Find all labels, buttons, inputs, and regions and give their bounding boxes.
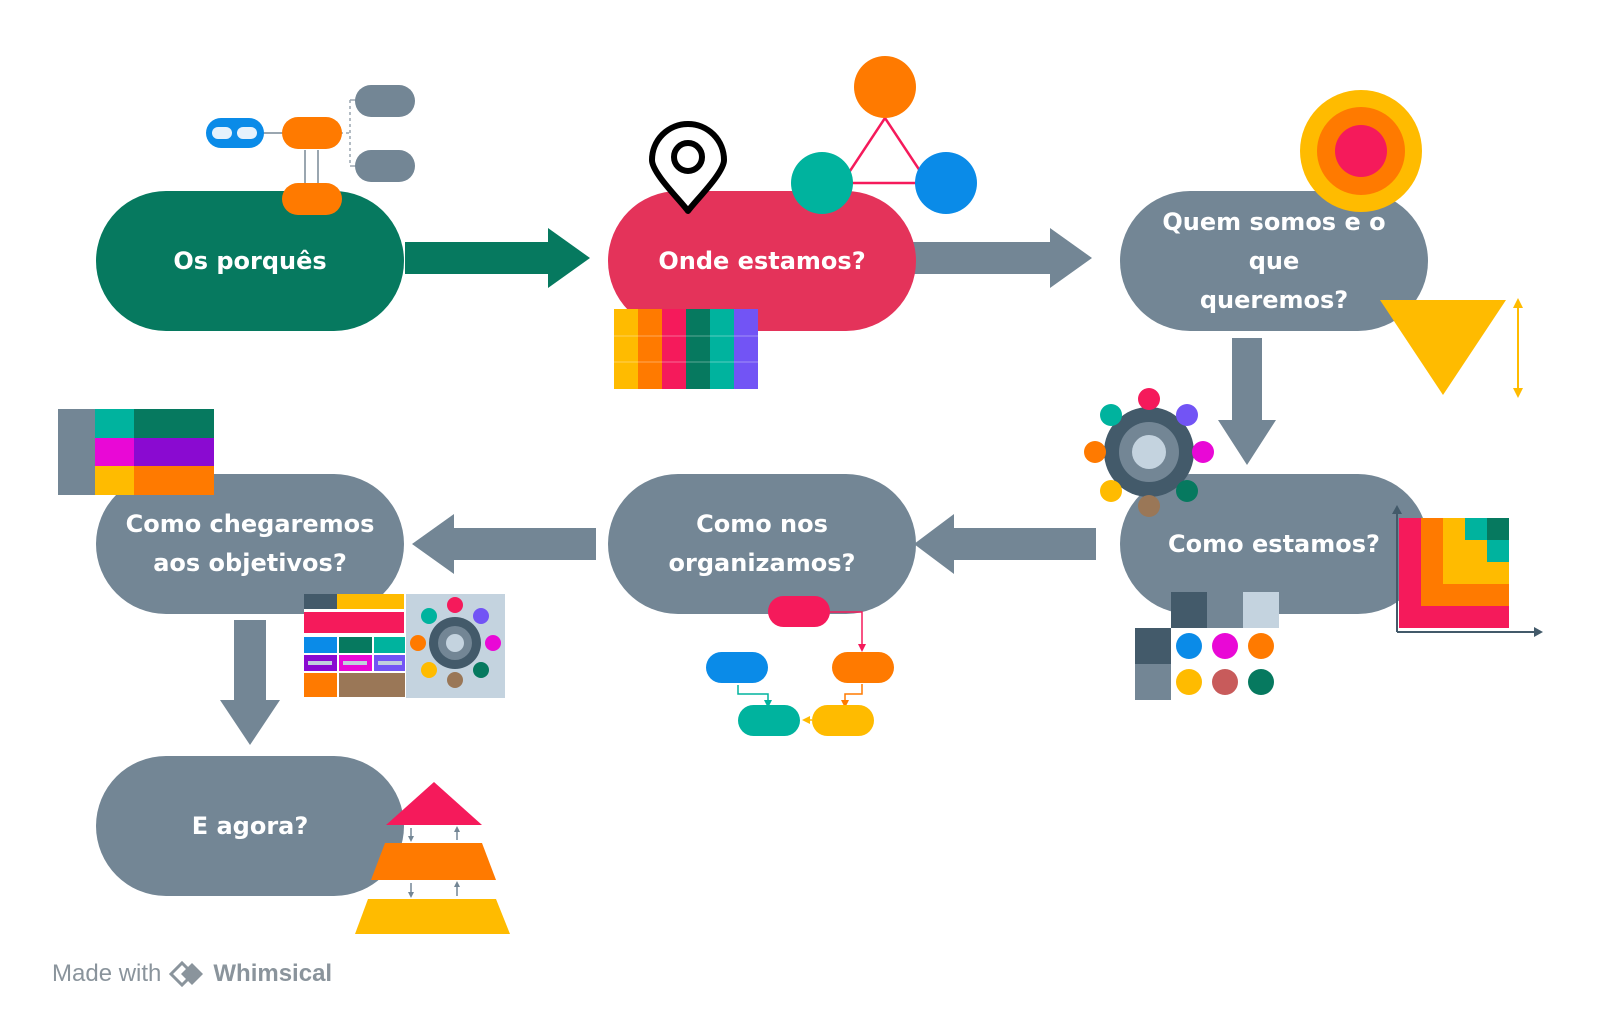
gear-network-icon	[1084, 388, 1214, 517]
step-quem-somos: Quem somos e o que queremos?	[1120, 191, 1428, 331]
color-columns-icon	[614, 309, 758, 389]
color-grid-icon	[58, 409, 214, 495]
step-label: Onde estamos?	[658, 246, 866, 275]
step-como-estamos: Como estamos?	[1120, 474, 1428, 614]
step-label: Como estamos?	[1168, 529, 1380, 558]
step-label-line2: organizamos?	[668, 549, 856, 577]
step-como-chegaremos: Como chegaremos aos objetivos?	[96, 474, 404, 614]
arrow-como-estamos-to-organizamos	[914, 514, 1096, 574]
funnel-icon	[1380, 298, 1523, 398]
heatmap-matrix-icon	[1392, 505, 1543, 637]
step-label: E agora?	[191, 811, 309, 840]
step-label-line1: Como chegaremos	[125, 510, 375, 538]
step-os-porques: Os porquês	[96, 191, 404, 331]
arrow-onde-to-quem	[905, 228, 1092, 288]
whimsical-brand-label: Whimsical	[213, 960, 333, 987]
step-label-line1: Quem somos e o que	[1162, 207, 1386, 275]
color-swatches-icon	[1135, 592, 1279, 700]
arrow-quem-to-como-estamos	[1218, 338, 1276, 465]
step-e-agora: E agora?	[96, 756, 404, 896]
arrow-organizamos-to-chegaremos	[412, 514, 596, 574]
step-label-line2: queremos?	[1199, 285, 1349, 314]
arrow-porques-to-onde	[405, 228, 590, 288]
whimsical-logo-icon	[169, 961, 204, 987]
made-with-whimsical-badge[interactable]: Made with Whimsical	[52, 960, 332, 988]
location-pin-icon	[649, 121, 727, 214]
step-label: Os porquês	[173, 246, 327, 275]
step-label-line1: Como nos	[696, 510, 828, 538]
step-label-line2: aos objetivos?	[153, 549, 347, 577]
made-with-label: Made with	[52, 960, 162, 987]
flowchart-icon	[706, 596, 894, 736]
target-icon	[1300, 90, 1422, 212]
triangle-network-icon	[791, 56, 977, 214]
pyramid-icon	[355, 782, 510, 934]
arrow-chegaremos-to-agora	[220, 620, 280, 745]
step-onde-estamos: Onde estamos?	[608, 191, 916, 331]
kanban-board-icon	[304, 594, 505, 698]
step-como-nos-organizamos: Como nos organizamos?	[608, 474, 916, 614]
mindmap-icon	[206, 85, 415, 215]
